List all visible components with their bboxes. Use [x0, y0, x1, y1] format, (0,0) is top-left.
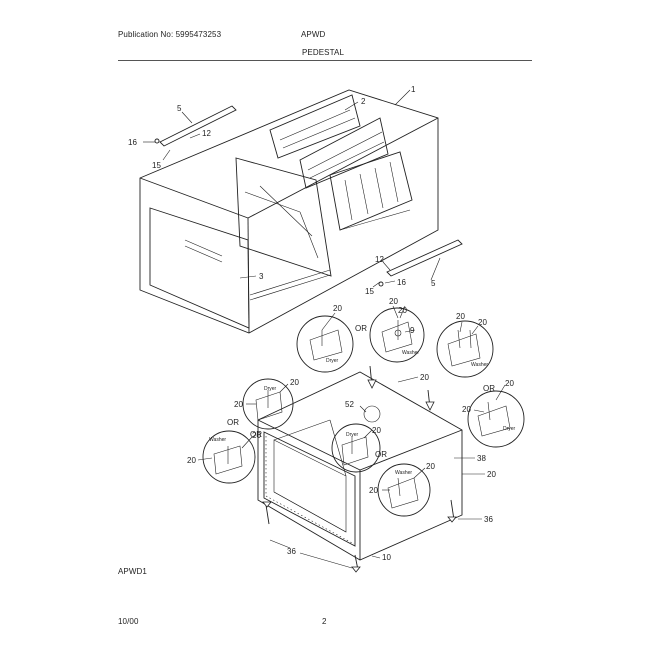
- slide-rail-left: [159, 105, 237, 147]
- screws: [262, 499, 457, 573]
- detail-label-dryer-4: Dryer: [346, 432, 359, 438]
- drawer-assembly: [139, 89, 463, 334]
- section-title: PEDESTAL: [302, 48, 344, 57]
- callout-15-left: 15: [152, 161, 161, 170]
- detail-circle-washer-4: Washer 20 20: [369, 462, 435, 517]
- detail-label-dryer-1: Dryer: [326, 358, 339, 364]
- callout-16-right: 16: [397, 278, 406, 287]
- page-number: 2: [322, 617, 327, 626]
- detail-circle-dryer-2: Dryer 20 20: [462, 379, 525, 448]
- drawer-divider: [235, 157, 332, 277]
- callout-20-d2b: 20: [398, 306, 407, 315]
- detail-circle-dryer-3: Dryer 20 20: [234, 378, 299, 430]
- callout-52: 52: [345, 400, 354, 409]
- callout-20-top: 20: [420, 373, 429, 382]
- or-label-2: OR: [483, 384, 495, 393]
- detail-circle-dryer-1: Dryer 20: [296, 304, 354, 373]
- callout-20-d8a: 20: [426, 462, 435, 471]
- pedestal-callouts: 52 20 38 20 36 36 10: [269, 373, 496, 569]
- header-rule: [118, 60, 532, 61]
- callout-5-right: 5: [431, 279, 436, 288]
- detail-label-washer-3: Washer: [209, 437, 226, 443]
- callout-20-d7a: 20: [372, 426, 381, 435]
- pedestal-front-frame: [263, 431, 356, 547]
- detail-circle-washer-1: Washer 20 20 9: [369, 297, 425, 363]
- or-label-4: OR: [375, 450, 387, 459]
- callout-20-d6a: 20: [187, 456, 196, 465]
- callout-20-d6b: 20: [252, 431, 261, 440]
- cover-plug: [363, 405, 381, 423]
- footer-date: 10/00: [118, 617, 139, 626]
- grille-panel-2: [299, 117, 389, 189]
- drawer-basket: [329, 151, 413, 231]
- detail-label-washer-1: Washer: [402, 350, 419, 356]
- or-label-1: OR: [355, 324, 367, 333]
- callout-3: 3: [259, 272, 264, 281]
- detail-label-washer-4: Washer: [395, 470, 412, 476]
- detail-circle-washer-2: Washer 20 20: [436, 312, 494, 378]
- callout-10: 10: [382, 553, 391, 562]
- callout-16-left: 16: [128, 138, 137, 147]
- callout-15-right: 15: [365, 287, 374, 296]
- slide-rail-right: [386, 239, 463, 277]
- drawer-callouts: 1 2 5 12 16 15 3 12 16 15 5: [128, 85, 441, 296]
- callout-20-d1: 20: [333, 304, 342, 313]
- callout-20-d2a: 20: [389, 297, 398, 306]
- detail-circle-washer-3: Washer 20 20: [187, 430, 261, 484]
- callout-20-d5a: 20: [290, 378, 299, 387]
- callout-9: 9: [410, 326, 415, 335]
- or-label-3: OR: [250, 430, 262, 439]
- callout-2: 2: [361, 97, 366, 106]
- callout-12-right: 12: [375, 255, 384, 264]
- callout-20-d3a: 20: [456, 312, 465, 321]
- diagram-code: APWD1: [118, 567, 147, 576]
- callout-20-right: 20: [487, 470, 496, 479]
- callout-5-left: 5: [177, 104, 182, 113]
- drawer-front: [149, 207, 250, 329]
- callout-20-d4b: 20: [462, 405, 471, 414]
- grille-panel-1: [269, 94, 361, 159]
- callout-20-d8b: 20: [369, 486, 378, 495]
- detail-label-dryer-2: Dryer: [503, 426, 516, 432]
- callout-38: 38: [477, 454, 486, 463]
- model-number: APWD: [301, 30, 326, 39]
- callout-20-d3b: 20: [478, 318, 487, 327]
- callout-1: 1: [411, 85, 416, 94]
- pedestal-base: [257, 365, 463, 561]
- or-label-5: OR: [227, 418, 239, 427]
- detail-circle-dryer-4: Dryer 20: [331, 423, 381, 473]
- callout-36-left: 36: [287, 547, 296, 556]
- callout-36-right: 36: [484, 515, 493, 524]
- publication-number: Publication No: 5995473253: [118, 30, 222, 39]
- detail-label-dryer-3: Dryer: [264, 386, 277, 392]
- callout-20-d4a: 20: [505, 379, 514, 388]
- detail-label-washer-2: Washer: [471, 362, 488, 368]
- callout-20-d5b: 20: [234, 400, 243, 409]
- callout-12-left: 12: [202, 129, 211, 138]
